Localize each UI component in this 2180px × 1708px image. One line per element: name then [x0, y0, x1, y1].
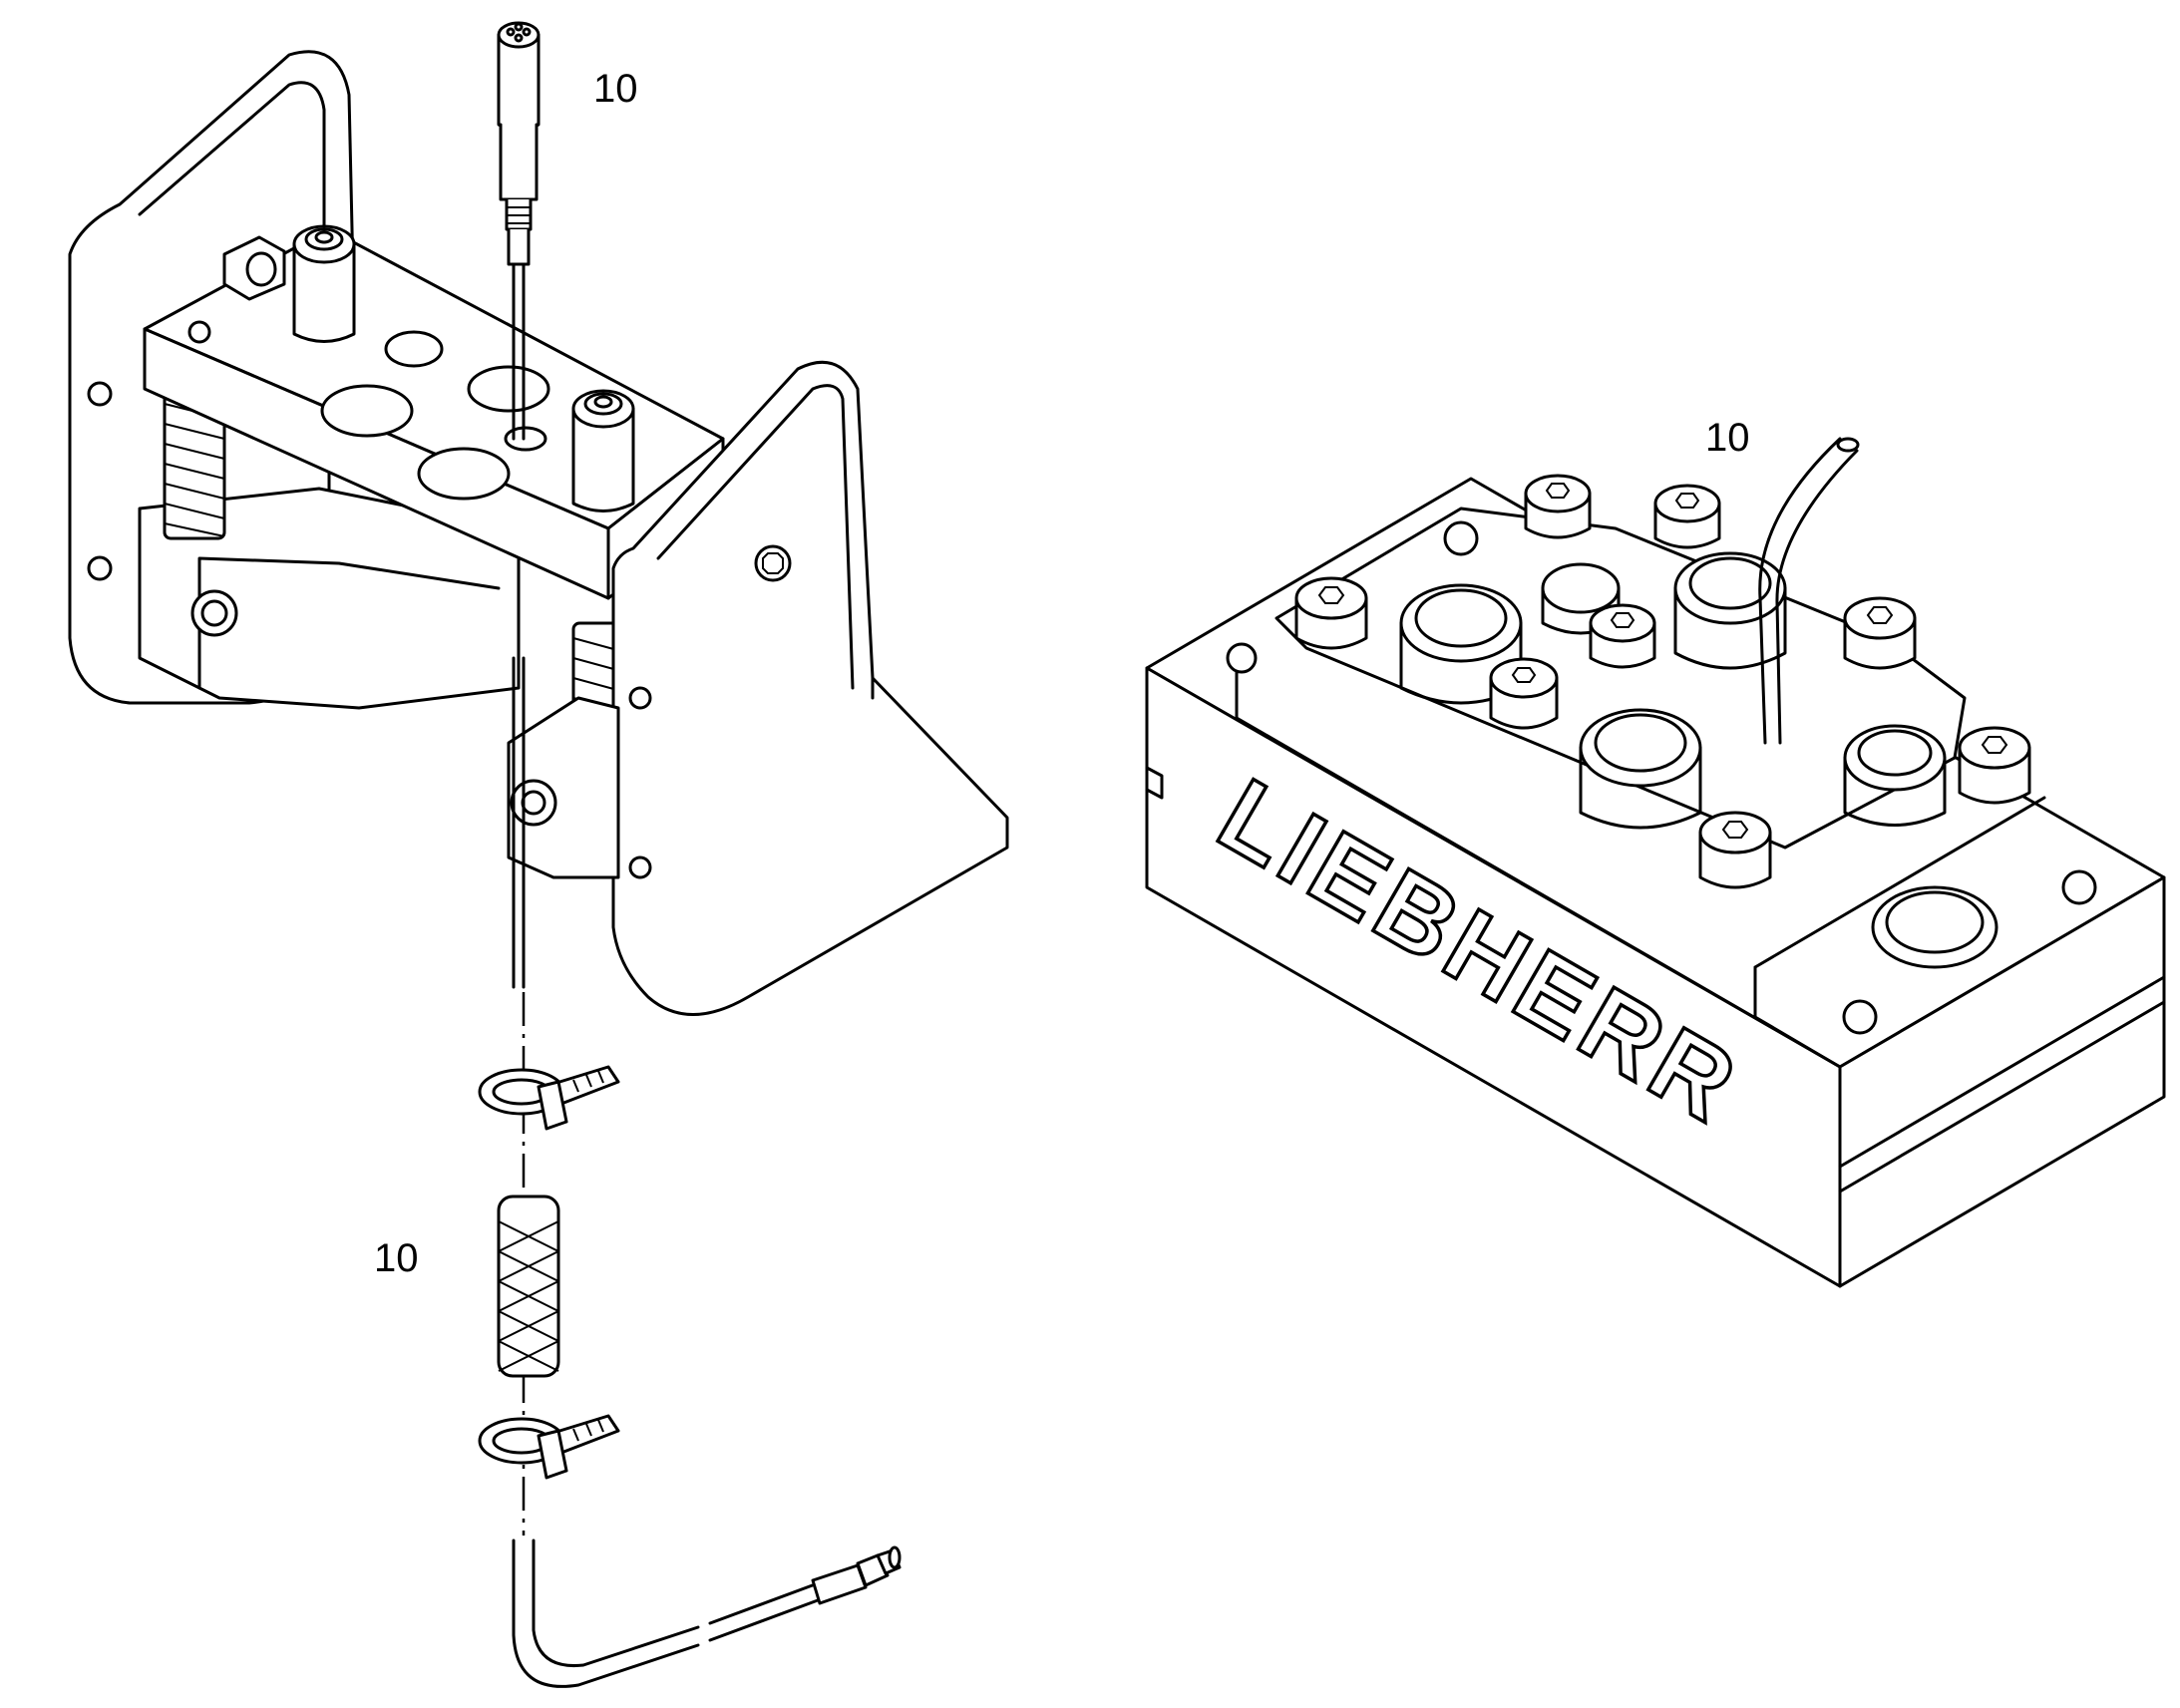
sensor-line-lower	[512, 656, 526, 989]
bracket-hole	[628, 686, 652, 710]
plate-bore	[320, 384, 414, 438]
plate-hole	[87, 555, 113, 581]
plate-bore	[187, 320, 211, 344]
large-port	[1843, 724, 1947, 827]
right-bracket-edge	[656, 384, 875, 700]
block-side	[1838, 875, 2166, 1288]
plate-bore	[417, 447, 511, 501]
plate-bore	[384, 330, 444, 368]
hose-clamp-lower	[478, 1414, 620, 1480]
block-hole	[1226, 642, 1258, 674]
hose-clamp-upper	[478, 1065, 620, 1131]
cap-screw	[1589, 603, 1656, 669]
bracket-hole	[628, 855, 652, 879]
block-hole	[2061, 869, 2097, 905]
fitting-left	[292, 224, 356, 343]
bent-pipe	[512, 1538, 902, 1688]
medium-port	[1541, 562, 1621, 635]
block-step	[1235, 666, 2046, 1069]
small-nut	[222, 235, 286, 301]
routed-line	[1775, 449, 1859, 745]
cap-screw	[1698, 811, 1772, 889]
block-hole	[1842, 999, 1878, 1035]
cap-screw	[1294, 576, 1368, 650]
plate-hole	[87, 381, 113, 407]
cap-screw	[1489, 657, 1559, 730]
plate-bore	[504, 426, 547, 452]
plate-bore	[467, 365, 550, 413]
block-hole	[1443, 520, 1479, 556]
callout-line-right: 10	[1705, 416, 1750, 460]
callout-connector-top: 10	[593, 67, 638, 111]
bracket-bolt	[754, 544, 792, 582]
cap-screw	[1843, 596, 1917, 670]
valve-block-assembly: LIEBHERR	[1145, 437, 2166, 1288]
large-port	[1579, 708, 1702, 830]
back-plate-inner-edge	[138, 81, 326, 331]
line-end	[1836, 437, 1860, 453]
cap-screw	[1958, 726, 2031, 805]
right-bracket	[611, 360, 1009, 1016]
sensor-line	[512, 262, 526, 441]
fitting-right	[571, 389, 635, 512]
cap-screw	[1524, 474, 1592, 539]
cap-screw	[1653, 484, 1721, 549]
large-port	[1673, 551, 1787, 670]
routed-line	[1758, 437, 1842, 745]
large-port	[1399, 583, 1523, 705]
clamp-block	[507, 696, 620, 879]
braided-hose-sleeve	[497, 1195, 560, 1378]
sensor-connector	[497, 21, 541, 266]
large-port	[1871, 885, 1998, 969]
clamp-port	[521, 790, 546, 816]
port	[200, 599, 228, 627]
block-groove	[1145, 766, 2166, 1194]
pump-bracket-assembly	[68, 21, 1009, 1016]
pump-body	[138, 487, 521, 710]
callout-hose-sleeve: 10	[374, 1236, 419, 1280]
